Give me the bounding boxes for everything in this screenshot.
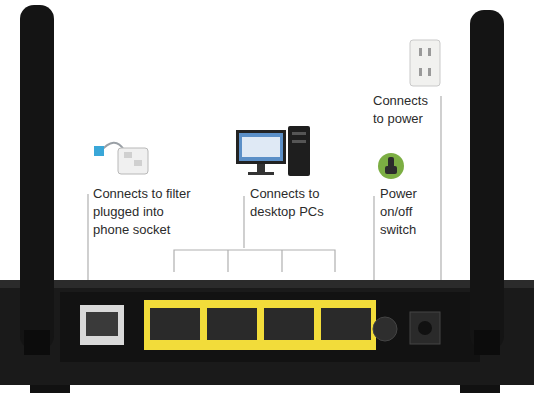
callout-label: Connects to filter plugged into phone so…: [93, 185, 201, 239]
router-body: [0, 280, 534, 393]
phone-filter-icon: [94, 143, 148, 174]
callout-label: Power on/off switch: [380, 185, 428, 239]
antennas: [20, 5, 504, 355]
callout-label: Connects to desktop PCs: [250, 185, 350, 221]
desktop-pc-icon: [236, 126, 310, 176]
power-switch-icon: [378, 153, 404, 179]
callout-label: Connects to power: [373, 92, 438, 128]
wall-outlet: [410, 40, 440, 86]
